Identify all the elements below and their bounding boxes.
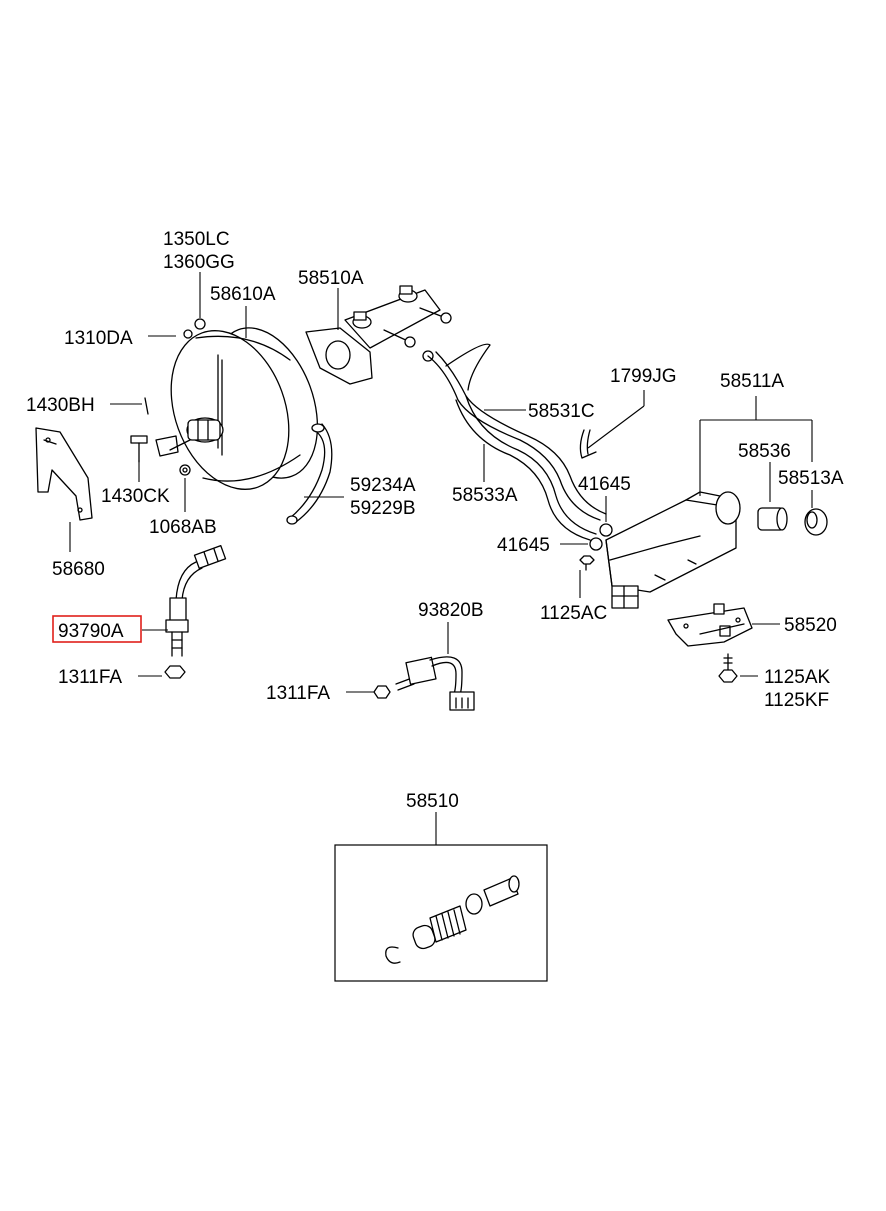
label-58510A[interactable]: 58510A (298, 268, 364, 289)
label-93820B[interactable]: 93820B (418, 600, 484, 621)
label-1311FA-left[interactable]: 1311FA (58, 667, 122, 688)
bracket-58680-drawing (35, 427, 93, 521)
label-1125KF[interactable]: 1125KF (764, 690, 829, 711)
label-58533A[interactable]: 58533A (452, 485, 518, 506)
reservoir-drawing (605, 491, 741, 609)
label-58520[interactable]: 58520 (784, 615, 837, 636)
brake-pipes-drawing (427, 343, 613, 551)
highlight-box-93790A (52, 615, 142, 643)
label-58511A[interactable]: 58511A (720, 371, 784, 392)
label-1430CK[interactable]: 1430CK (101, 486, 170, 507)
clip-1799JG-drawing (579, 429, 597, 459)
label-1311FA-mid[interactable]: 1311FA (266, 683, 330, 704)
part-labels: 1350LC 1360GG 58610A 1310DA 1430BH 1430C… (26, 229, 844, 812)
bracket-58520-drawing (667, 603, 753, 647)
label-41645-b[interactable]: 41645 (497, 535, 550, 556)
label-58531C[interactable]: 58531C (528, 401, 595, 422)
master-cylinder-drawing (305, 285, 452, 385)
label-1350LC[interactable]: 1350LC (163, 229, 230, 250)
repair-kit-drawing (334, 844, 548, 982)
reservoir-caps-drawing (757, 507, 828, 536)
label-1310DA[interactable]: 1310DA (64, 328, 133, 349)
bolts-drawing (579, 555, 738, 683)
leader-lines (69, 272, 813, 845)
hose-59234A-drawing (286, 423, 333, 525)
label-59234A[interactable]: 59234A (350, 475, 416, 496)
label-1068AB[interactable]: 1068AB (149, 517, 217, 538)
sensor-93790A-drawing (164, 544, 227, 679)
label-1125AC[interactable]: 1125AC (540, 603, 607, 624)
label-59229B[interactable]: 59229B (350, 498, 416, 519)
label-1799JG[interactable]: 1799JG (610, 366, 677, 387)
label-58510[interactable]: 58510 (406, 791, 459, 812)
brake-booster-drawing (130, 318, 319, 490)
repair-kit-box (334, 844, 548, 982)
label-58513A[interactable]: 58513A (778, 468, 844, 489)
sensor-93820B-drawing (373, 656, 475, 711)
label-58680[interactable]: 58680 (52, 559, 105, 580)
label-1360GG[interactable]: 1360GG (163, 252, 235, 273)
label-58610A[interactable]: 58610A (210, 284, 276, 305)
label-58536[interactable]: 58536 (738, 441, 791, 462)
label-93790A[interactable]: 93790A (58, 621, 124, 642)
label-1430BH[interactable]: 1430BH (26, 395, 95, 416)
label-41645-a[interactable]: 41645 (578, 474, 631, 495)
label-1125AK[interactable]: 1125AK (764, 667, 831, 688)
